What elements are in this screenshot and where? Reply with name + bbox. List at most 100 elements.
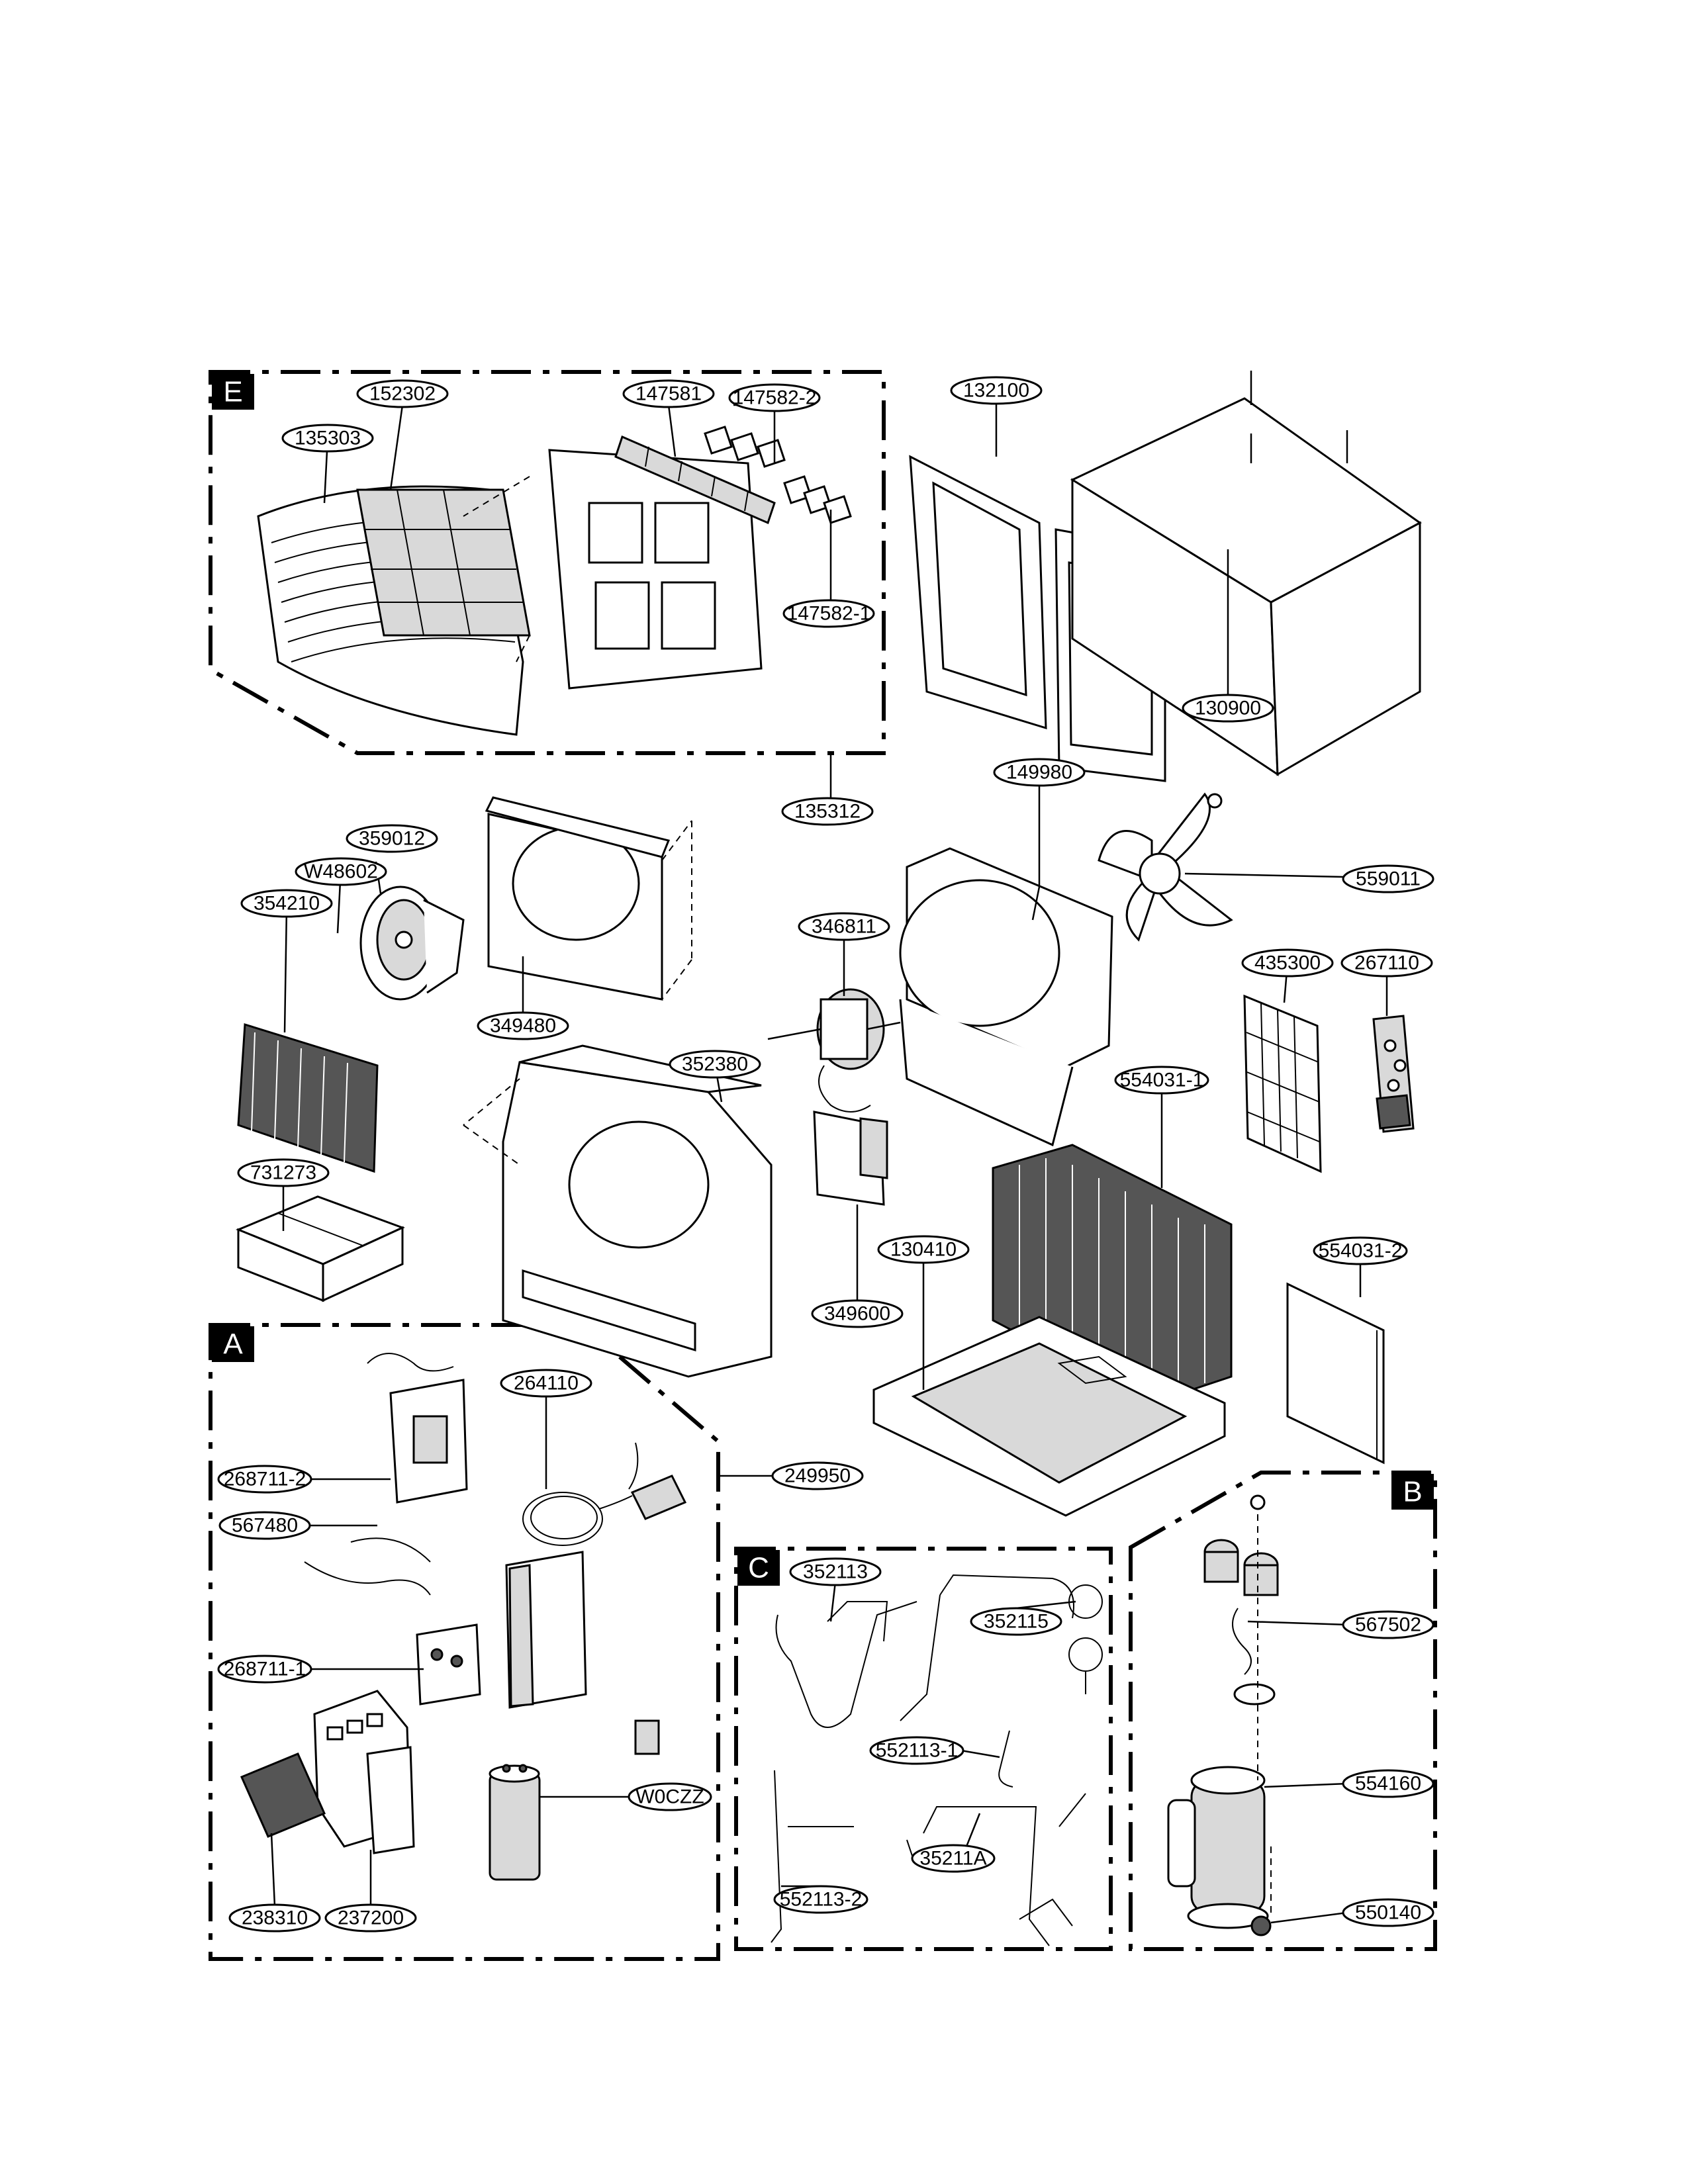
callout-349600[interactable]: 349600 xyxy=(811,1299,904,1328)
callout-W0CZZ[interactable]: W0CZZ xyxy=(628,1782,712,1811)
base-pan-drawing xyxy=(872,1316,1226,1517)
svg-text:359012: 359012 xyxy=(359,828,425,850)
svg-text:352380: 352380 xyxy=(682,1054,748,1075)
callout-135303[interactable]: 135303 xyxy=(281,424,374,453)
svg-text:567502: 567502 xyxy=(1355,1614,1421,1636)
svg-text:130410: 130410 xyxy=(890,1239,957,1261)
svg-text:35211A: 35211A xyxy=(919,1848,986,1870)
svg-text:559011: 559011 xyxy=(1356,868,1421,890)
callout-267110[interactable]: 267110 xyxy=(1340,948,1433,978)
section-label-a: A xyxy=(223,1328,243,1361)
svg-text:349600: 349600 xyxy=(824,1303,890,1325)
evaporator-coil-drawing xyxy=(237,1023,379,1173)
svg-text:554160: 554160 xyxy=(1355,1773,1421,1795)
svg-text:268711-1: 268711-1 xyxy=(224,1659,306,1680)
callout-559011[interactable]: 559011 xyxy=(1342,864,1434,893)
callout-554031-1[interactable]: 554031-1 xyxy=(1114,1066,1209,1095)
callout-249950[interactable]: 249950 xyxy=(771,1461,864,1490)
callout-268711-1[interactable]: 268711-1 xyxy=(217,1655,312,1684)
callout-238310[interactable]: 238310 xyxy=(228,1903,321,1933)
louver-drawing xyxy=(614,435,776,525)
callout-550140[interactable]: 550140 xyxy=(1342,1898,1434,1927)
frame-section-b xyxy=(1129,1471,1437,1951)
callout-552113-2[interactable]: 552113-2 xyxy=(773,1885,868,1914)
section-tag-e: E xyxy=(212,374,254,410)
svg-text:237200: 237200 xyxy=(338,1907,404,1929)
section-label-c: C xyxy=(748,1552,769,1584)
svg-text:147582-1: 147582-1 xyxy=(787,603,871,625)
callout-268711-2[interactable]: 268711-2 xyxy=(217,1465,312,1494)
capacitor-drawing xyxy=(489,1764,541,1881)
front-panel-drawing xyxy=(463,449,763,690)
callout-554031-2[interactable]: 554031-2 xyxy=(1313,1236,1408,1265)
callout-147581[interactable]: 147581 xyxy=(622,379,715,408)
svg-text:249950: 249950 xyxy=(784,1465,851,1487)
callout-149980[interactable]: 149980 xyxy=(993,758,1086,787)
section-label-e: E xyxy=(223,376,242,408)
compressor-drawing xyxy=(1167,1494,1279,1936)
callout-567480[interactable]: 567480 xyxy=(218,1511,311,1540)
air-filter-drawing xyxy=(356,488,531,637)
callout-435300[interactable]: 435300 xyxy=(1241,948,1334,978)
callout-132100[interactable]: 132100 xyxy=(950,376,1043,405)
svg-text:268711-2: 268711-2 xyxy=(224,1469,306,1490)
callout-352113[interactable]: 352113 xyxy=(789,1557,882,1586)
frame-section-c xyxy=(734,1547,1113,1951)
power-cord-drawing xyxy=(522,1442,687,1546)
callouts: 152302 135303 147581 147582-2 147582-1 1… xyxy=(217,376,1434,1933)
svg-text:149980: 149980 xyxy=(1006,762,1072,784)
callout-731273[interactable]: 731273 xyxy=(237,1158,330,1187)
callout-130900[interactable]: 130900 xyxy=(1182,694,1274,723)
svg-text:264110: 264110 xyxy=(514,1373,579,1394)
section-tag-c: C xyxy=(737,1550,780,1586)
fan-motor-drawing xyxy=(767,988,901,1070)
svg-text:554031-1: 554031-1 xyxy=(1120,1069,1204,1091)
callout-354210[interactable]: 354210 xyxy=(240,889,333,918)
callout-554160[interactable]: 554160 xyxy=(1342,1769,1434,1798)
manual-box-drawing xyxy=(236,1195,405,1302)
callout-352380[interactable]: 352380 xyxy=(669,1050,761,1079)
callout-135312[interactable]: 135312 xyxy=(781,797,874,826)
svg-text:W48602: W48602 xyxy=(304,861,378,883)
svg-text:135303: 135303 xyxy=(295,428,361,449)
blower-wheel-drawing xyxy=(359,886,465,1001)
callout-130410[interactable]: 130410 xyxy=(877,1235,970,1264)
callout-567502[interactable]: 567502 xyxy=(1342,1610,1434,1639)
motor-mount-drawing xyxy=(813,1065,888,1206)
svg-text:435300: 435300 xyxy=(1254,952,1321,974)
svg-text:352113: 352113 xyxy=(803,1561,868,1583)
svg-text:349480: 349480 xyxy=(490,1015,556,1037)
fan-shroud-drawing xyxy=(899,847,1113,1147)
svg-text:267110: 267110 xyxy=(1354,952,1419,974)
remote-control-drawing xyxy=(1372,1015,1415,1133)
callout-349480[interactable]: 349480 xyxy=(477,1011,569,1040)
cabinet-drawing xyxy=(1070,371,1422,776)
callout-552113-1[interactable]: 552113-1 xyxy=(869,1736,964,1765)
callout-359012[interactable]: 359012 xyxy=(346,824,438,853)
coil-bracket-drawing xyxy=(1243,994,1322,1173)
section-tag-a: A xyxy=(212,1326,254,1362)
callout-352115[interactable]: 352115 xyxy=(970,1607,1062,1636)
svg-text:552113-2: 552113-2 xyxy=(780,1889,863,1911)
callout-264110[interactable]: 264110 xyxy=(500,1369,592,1398)
svg-text:W0CZZ: W0CZZ xyxy=(635,1786,704,1808)
svg-text:147581: 147581 xyxy=(635,383,702,405)
svg-text:135312: 135312 xyxy=(794,801,861,823)
air-guide-drawing xyxy=(463,1044,773,1378)
callout-147582-1[interactable]: 147582-1 xyxy=(782,599,875,628)
callout-346811[interactable]: 346811 xyxy=(798,912,890,941)
callout-237200[interactable]: 237200 xyxy=(324,1903,417,1933)
svg-text:352115: 352115 xyxy=(984,1611,1049,1633)
callout-152302[interactable]: 152302 xyxy=(356,379,449,408)
svg-text:130900: 130900 xyxy=(1195,698,1261,719)
orifice-bracket-drawing xyxy=(485,796,692,1001)
frame-section-e xyxy=(209,370,886,755)
part-drawings xyxy=(236,371,1422,1946)
callout-35211A[interactable]: 35211A xyxy=(911,1844,996,1873)
svg-text:554031-2: 554031-2 xyxy=(1319,1240,1403,1262)
svg-text:346811: 346811 xyxy=(812,916,876,938)
section-tag-b: B xyxy=(1391,1474,1434,1510)
svg-text:552113-1: 552113-1 xyxy=(876,1740,959,1762)
callout-W48602[interactable]: W48602 xyxy=(295,857,387,886)
callout-147582-2[interactable]: 147582-2 xyxy=(728,383,821,412)
